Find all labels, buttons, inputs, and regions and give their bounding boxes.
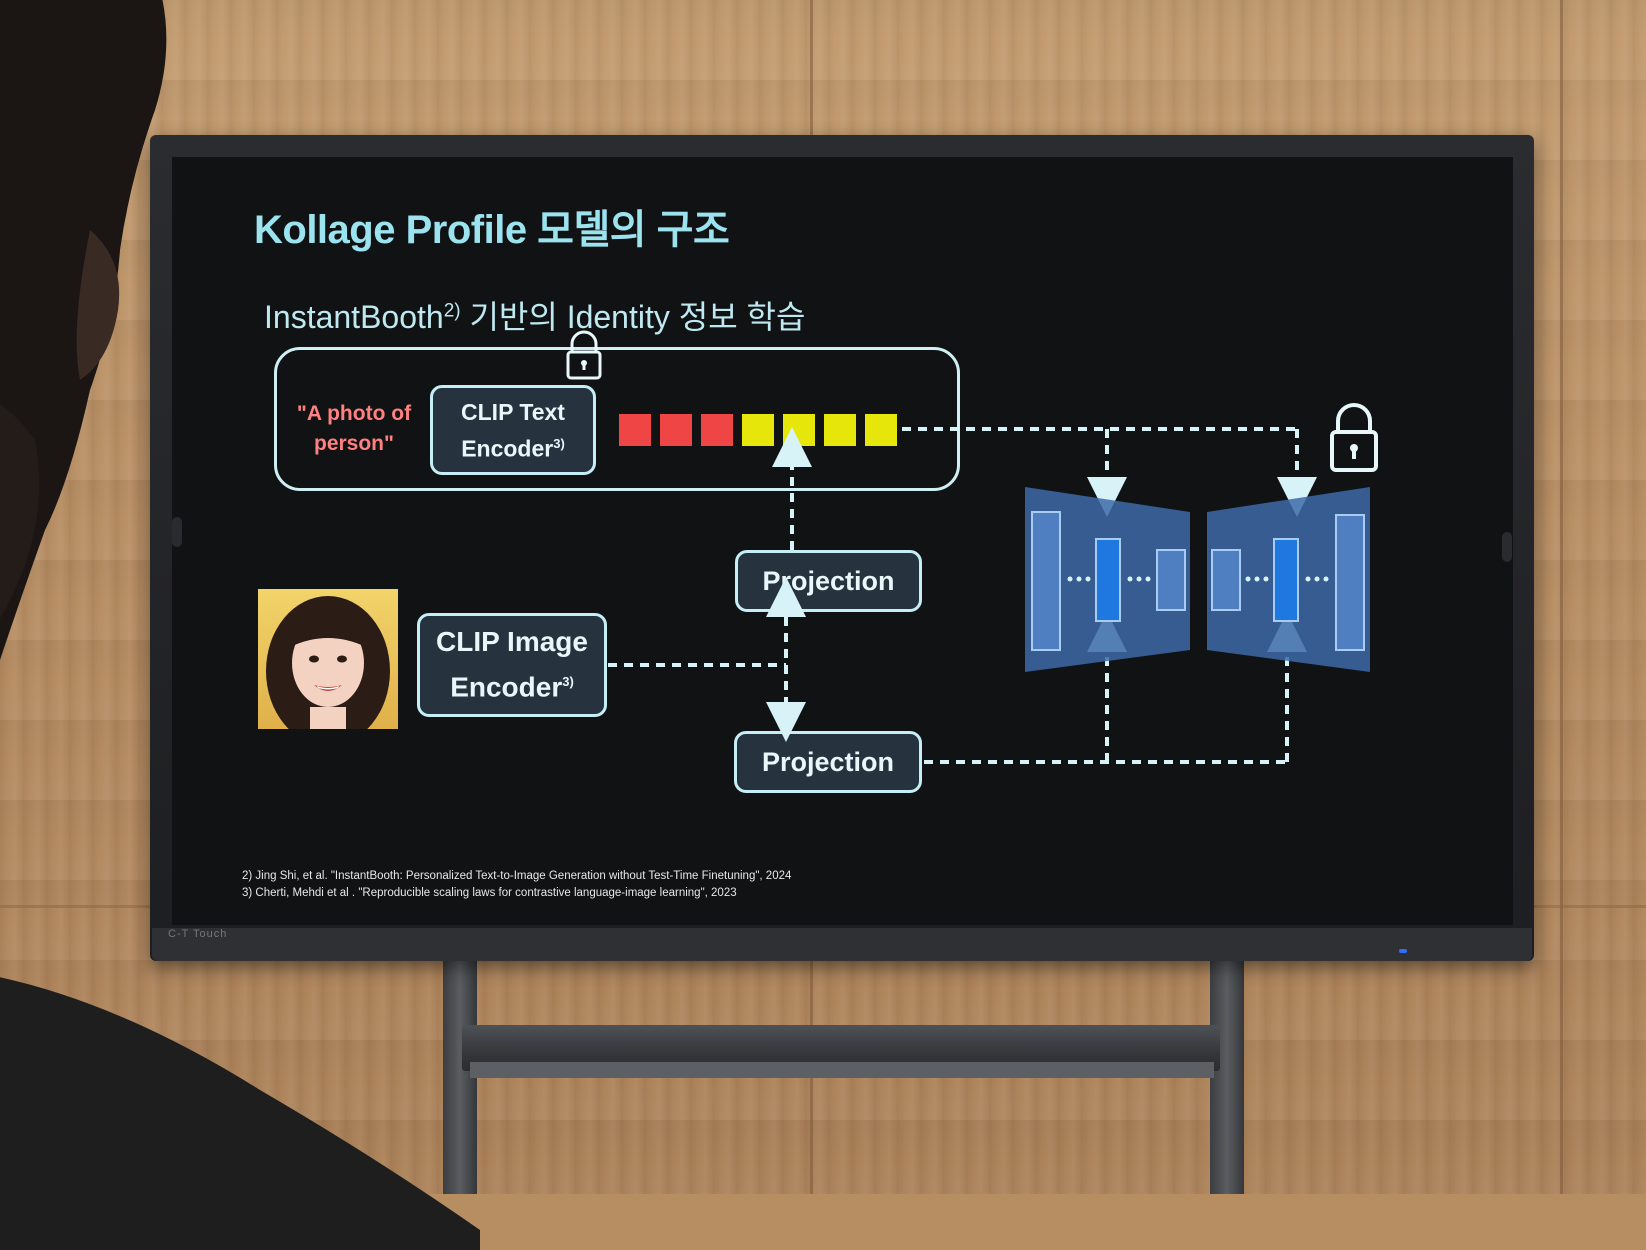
wall-seam — [1560, 0, 1563, 1194]
monitor-brand: C-T Touch — [168, 928, 228, 940]
token-yellow — [824, 414, 856, 446]
token-red — [619, 414, 651, 446]
viewer-head — [0, 0, 167, 660]
clip-image-label: CLIP Image Encoder — [436, 626, 588, 703]
stand-leg — [1210, 950, 1244, 1194]
footnote-1: 2) Jing Shi, et al. "InstantBooth: Perso… — [242, 870, 792, 882]
diagram-connectors — [566, 330, 1378, 764]
clip-text-encoder: CLIP Text Encoder3) — [430, 385, 596, 475]
clip-text-ref: 3) — [553, 435, 565, 451]
token-yellow — [742, 414, 774, 446]
token-yellow — [865, 414, 897, 446]
clip-image-ref: 3) — [562, 674, 574, 690]
slide-next-icon[interactable] — [1502, 532, 1512, 562]
lock-icon — [566, 330, 602, 380]
person-photo — [258, 589, 398, 729]
slide-screen: Kollage Profile 모델의 구조 InstantBooth2) 기반… — [172, 157, 1513, 925]
token-red — [701, 414, 733, 446]
slide-prev-icon[interactable] — [172, 517, 182, 547]
viewer-shoulder — [0, 977, 480, 1250]
clip-text-label: CLIP Text Encoder — [461, 398, 565, 462]
prompt-text: "A photo of person" — [296, 402, 412, 455]
slide-subtitle: InstantBooth2) 기반의 Identity 정보 학습 — [264, 292, 805, 338]
subtitle-ref: 2) — [443, 300, 461, 322]
projection-bottom: Projection — [734, 731, 922, 793]
token-red — [660, 414, 692, 446]
subtitle-rest: 기반의 Identity 정보 학습 — [460, 299, 806, 335]
stand-shelf — [470, 1062, 1214, 1078]
lock-icon — [1330, 403, 1378, 472]
power-led — [1399, 949, 1407, 953]
slide-title: Kollage Profile 모델의 구조 — [254, 208, 730, 252]
footnote-2: 3) Cherti, Mehdi et al . "Reproducible s… — [242, 887, 737, 899]
monitor-bottom-bar — [152, 928, 1532, 961]
unet-diagram — [1025, 487, 1370, 672]
subtitle-main: InstantBooth — [264, 299, 444, 335]
clip-image-encoder: CLIP Image Encoder3) — [417, 613, 607, 717]
text-branch-group — [274, 347, 960, 491]
